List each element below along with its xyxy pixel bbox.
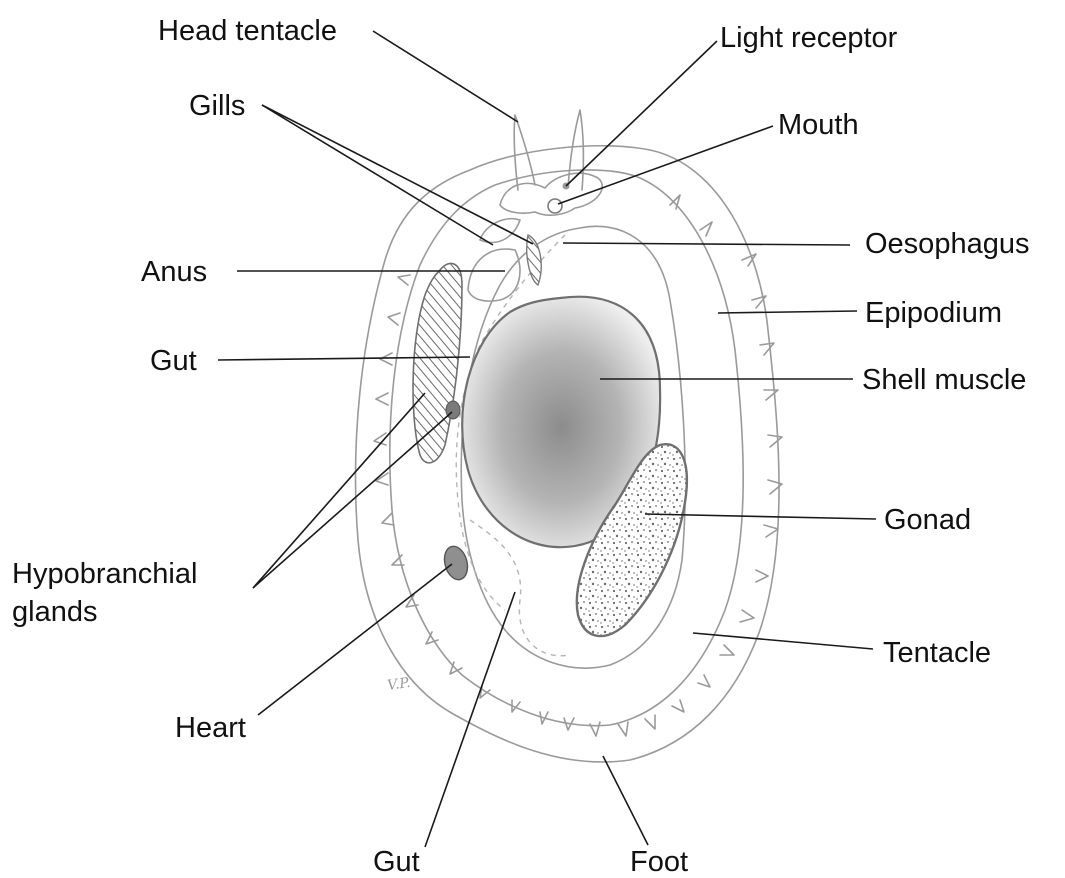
gill-left [480,219,520,243]
label-foot: Foot [630,846,688,878]
leader-mouth [558,126,773,204]
leader-tentacle [693,633,873,649]
label-shell-muscle: Shell muscle [862,364,1026,396]
label-gonad: Gonad [884,504,971,536]
label-oesophagus: Oesophagus [865,228,1029,260]
label-head-tentacle: Head tentacle [158,15,337,47]
leader-head-tentacle [373,31,518,122]
label-light-receptor: Light receptor [720,22,898,54]
animal-sketch: V.P. [356,110,782,762]
head-tentacle-right [568,110,583,190]
label-epipodium: Epipodium [865,297,1002,329]
label-gut-lower: Gut [373,846,420,878]
leader-oesophagus [563,243,850,245]
leader-epipodium [718,311,857,313]
label-hypobranchial-line2: glands [12,596,97,628]
leader-gut-lower [425,592,515,847]
label-mouth: Mouth [778,109,859,141]
anus-chamber [468,249,520,301]
leader-light-receptor [566,41,717,186]
label-anus: Anus [141,256,207,288]
label-gut-upper: Gut [150,345,197,377]
heart-shape [441,544,471,583]
leader-gills-b [262,105,533,244]
mouth-shape [548,199,562,213]
label-hypobranchial-line1: Hypobranchial [12,558,197,590]
label-heart: Heart [175,712,246,744]
leader-hypobranchial-b [253,412,452,588]
hypobranchial-gland-shape [413,263,462,462]
leader-foot [603,756,648,845]
artist-signature: V.P. [386,675,411,694]
label-tentacle: Tentacle [883,637,991,669]
label-gills: Gills [189,90,245,122]
